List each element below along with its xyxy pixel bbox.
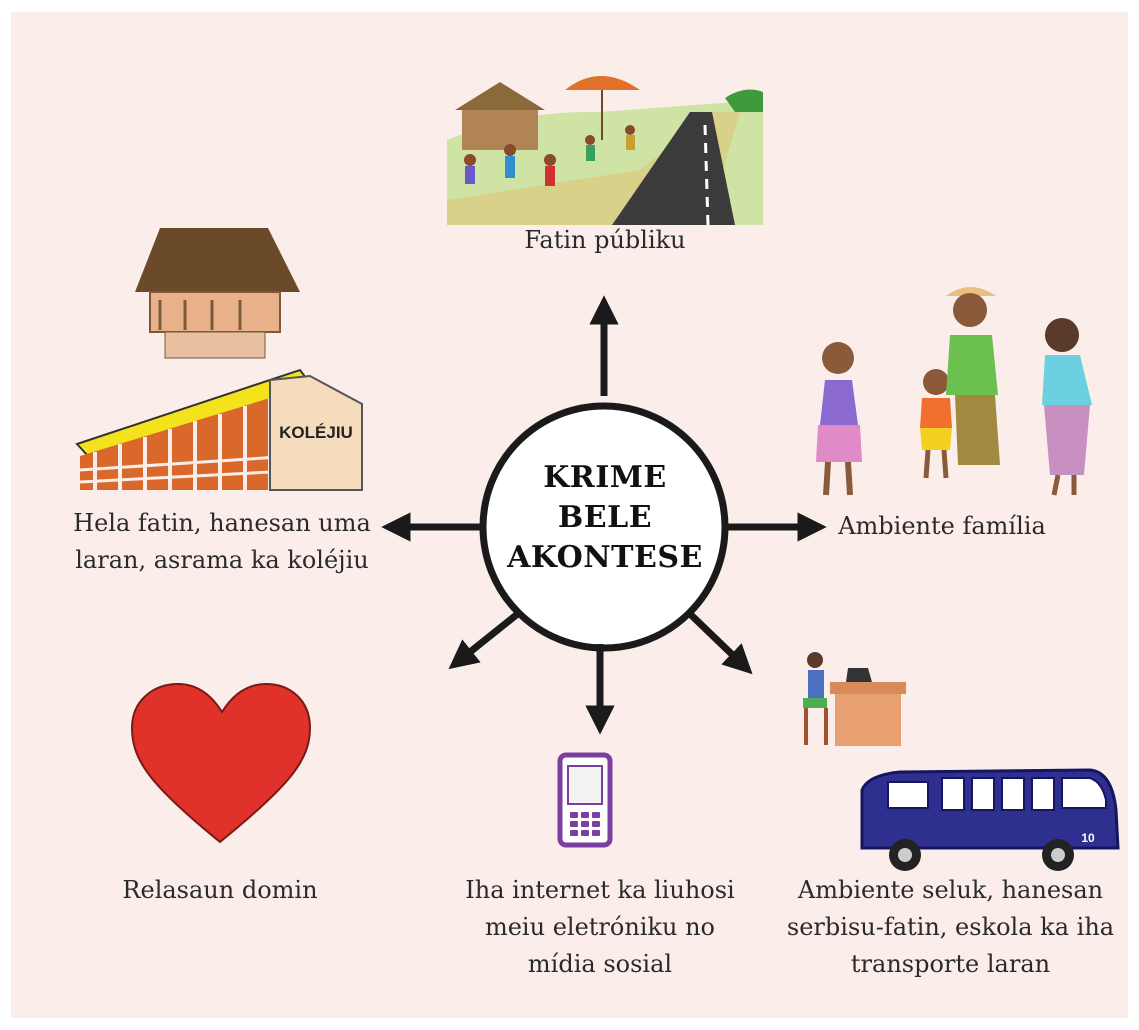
center-title-line: AKONTESE <box>507 540 703 575</box>
bus-number-text: 10 <box>1081 831 1095 845</box>
public-place-illustration <box>447 76 763 226</box>
center-title-line: BELE <box>557 500 653 535</box>
label-line: Fatin públiku <box>524 226 686 254</box>
label-family: Ambiente família <box>822 508 1062 545</box>
center-title: KRIME BELE AKONTESE <box>500 458 710 578</box>
private-place-illustration: KOLÉJIU <box>75 228 363 491</box>
arrow-down-left <box>448 609 523 670</box>
label-other-environment: Ambiente seluk, hanesan serbisu-fatin, e… <box>778 872 1123 983</box>
label-line: Relasaun domin <box>122 876 318 904</box>
arrow-down-right <box>685 609 753 675</box>
bus-illustration: 10 <box>860 768 1120 871</box>
label-line: laran, asrama ka koléjiu <box>75 546 369 574</box>
label-line: mídia sosial <box>527 950 673 978</box>
label-line: Iha internet ka liuhosi <box>465 876 735 904</box>
label-line: Ambiente seluk, hanesan <box>797 876 1104 904</box>
label-line: Ambiente família <box>838 512 1046 540</box>
arrows <box>381 295 827 735</box>
label-relationship: Relasaun domin <box>85 872 355 909</box>
workplace-illustration <box>803 652 906 746</box>
label-public-place: Fatin públiku <box>450 222 760 259</box>
label-private-place: Hela fatin, hanesan uma laran, asrama ka… <box>62 505 382 579</box>
label-line: meiu eletróniku no <box>484 913 716 941</box>
label-line: serbisu-fatin, eskola ka iha <box>786 913 1115 941</box>
label-line: transporte laran <box>850 950 1051 978</box>
center-circle <box>479 402 729 652</box>
phone-icon <box>557 752 613 848</box>
label-line: Hela fatin, hanesan uma <box>73 509 371 537</box>
college-sign-text: KOLÉJIU <box>279 423 353 442</box>
label-internet: Iha internet ka liuhosi meiu eletróniku … <box>430 872 770 983</box>
center-title-line: KRIME <box>543 460 667 495</box>
heart-icon <box>130 682 312 844</box>
family-illustration <box>816 287 1092 496</box>
